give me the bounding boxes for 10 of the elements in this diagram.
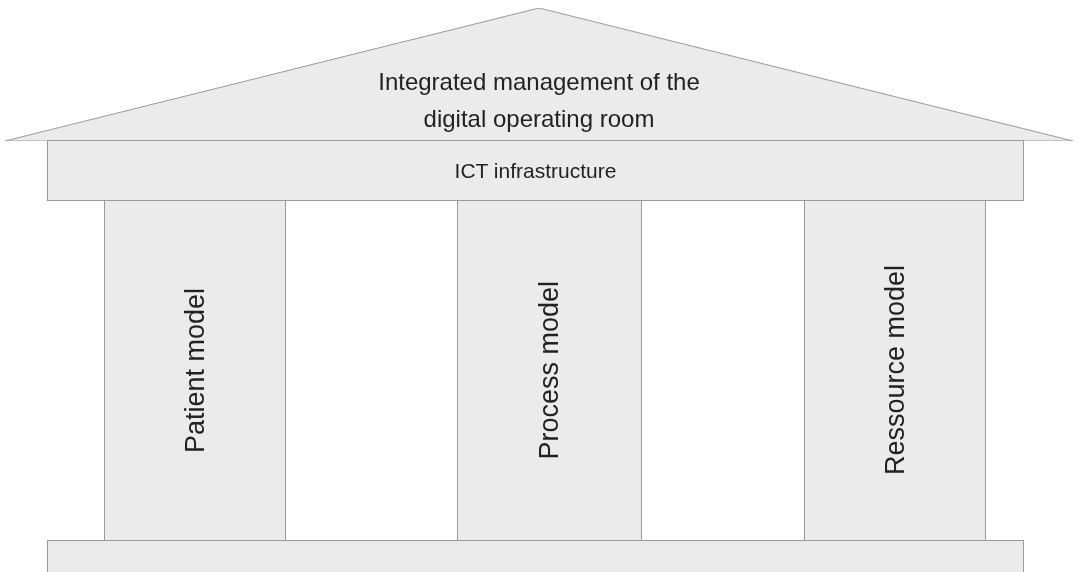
pillar-label: Patient model <box>179 287 211 454</box>
pillar-box <box>104 200 286 541</box>
band-box <box>47 140 1024 201</box>
pillar-label: Process model <box>534 281 565 460</box>
base-bar <box>47 540 1024 572</box>
pillar-box <box>457 200 642 541</box>
pillar-box <box>804 200 986 541</box>
band-label: ICT infrastructure <box>454 158 617 183</box>
pillar-label: Ressource model <box>879 265 911 476</box>
roof-title: Integrated management of the digital operating room <box>377 66 701 134</box>
